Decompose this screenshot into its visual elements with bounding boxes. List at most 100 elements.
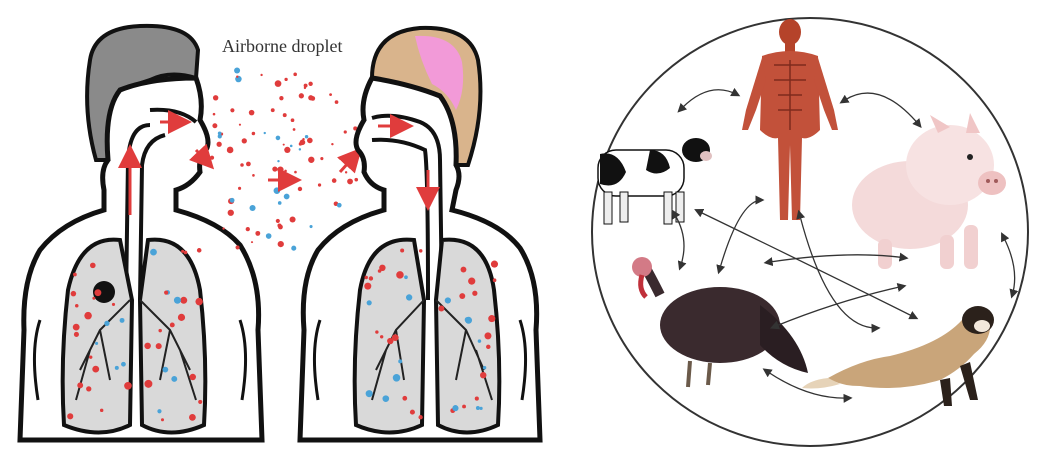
lung-droplet xyxy=(174,297,181,304)
lung-droplet xyxy=(180,297,187,304)
droplet xyxy=(294,171,297,174)
droplet xyxy=(260,74,262,76)
turkey-icon xyxy=(632,257,808,387)
droplet xyxy=(347,179,353,185)
lung-droplet xyxy=(84,312,92,320)
lung-droplet xyxy=(452,405,458,411)
droplet xyxy=(300,139,306,145)
lung-droplet xyxy=(94,289,101,296)
droplet xyxy=(213,95,218,100)
droplet xyxy=(331,143,333,145)
droplet xyxy=(234,68,240,74)
droplet xyxy=(275,80,282,87)
lung-droplet xyxy=(156,343,162,349)
lung-droplet xyxy=(480,407,483,410)
lung-droplet xyxy=(472,291,477,296)
droplet xyxy=(284,147,290,153)
zoonotic-transmission-panel xyxy=(592,18,1028,446)
droplet xyxy=(337,203,342,208)
droplet xyxy=(239,124,241,126)
lung-droplet xyxy=(161,418,164,421)
lung-droplet xyxy=(184,251,188,255)
lung-droplet xyxy=(157,409,161,413)
droplet xyxy=(218,131,222,135)
droplet xyxy=(293,73,297,77)
droplet xyxy=(345,171,347,173)
droplet xyxy=(246,227,250,231)
airborne-transmission-panel: Airborne droplet xyxy=(20,26,540,440)
lung-droplet xyxy=(461,267,467,273)
lung-droplet xyxy=(124,382,132,390)
lung-droplet xyxy=(406,294,412,300)
lung-droplet xyxy=(158,329,161,332)
droplet xyxy=(304,87,306,89)
lung-droplet xyxy=(382,395,389,402)
lung-droplet xyxy=(92,366,99,373)
droplet xyxy=(344,130,347,133)
lung-droplet xyxy=(115,366,119,370)
lung-droplet xyxy=(398,359,402,363)
lung-droplet xyxy=(438,306,444,312)
lung-droplet xyxy=(367,300,372,305)
lung-droplet xyxy=(483,366,486,369)
lung-droplet xyxy=(410,410,415,415)
lung-droplet xyxy=(120,318,125,323)
lung-droplet xyxy=(400,248,404,252)
lung-droplet xyxy=(197,248,202,253)
droplet xyxy=(318,183,321,186)
cow-icon xyxy=(598,138,712,224)
lung-droplet xyxy=(171,376,177,382)
lung-droplet xyxy=(190,374,196,380)
exposed-person-left-lung xyxy=(355,240,424,433)
lung-droplet xyxy=(402,396,407,401)
droplet xyxy=(277,160,279,162)
droplet xyxy=(242,138,247,143)
lung-droplet xyxy=(95,342,98,345)
droplet xyxy=(293,128,296,131)
lung-droplet xyxy=(392,334,399,341)
pig-icon xyxy=(852,113,1006,269)
droplet xyxy=(212,123,217,128)
lung-droplet xyxy=(493,278,497,282)
lung-droplet xyxy=(364,276,367,279)
droplet xyxy=(210,156,214,160)
droplet xyxy=(305,135,308,138)
droplet xyxy=(240,163,244,167)
droplet xyxy=(284,170,287,173)
droplet xyxy=(238,187,241,190)
droplet xyxy=(279,96,283,100)
lung-droplet xyxy=(67,413,73,419)
droplet xyxy=(251,241,253,243)
droplet xyxy=(299,148,301,150)
lung-droplet xyxy=(380,335,383,338)
lung-droplet xyxy=(478,339,481,342)
lung-droplet xyxy=(77,382,83,388)
droplet xyxy=(283,113,287,117)
droplet xyxy=(335,100,339,104)
droplet xyxy=(249,205,255,211)
droplet xyxy=(278,241,284,247)
droplet xyxy=(272,166,277,171)
droplet xyxy=(308,82,312,86)
droplet xyxy=(329,93,332,96)
droplet xyxy=(291,118,295,122)
droplet xyxy=(235,245,239,249)
lung-droplet xyxy=(170,322,175,327)
lung-droplet xyxy=(178,314,185,321)
droplet xyxy=(277,166,283,172)
lung-droplet xyxy=(396,271,404,279)
lung-droplet xyxy=(484,332,491,339)
ferret-icon xyxy=(802,306,994,406)
lung-droplet xyxy=(92,297,95,300)
droplet xyxy=(277,223,281,227)
droplet xyxy=(332,178,337,183)
lung-droplet xyxy=(364,283,371,290)
droplet xyxy=(276,136,281,141)
lung-droplet xyxy=(468,278,475,285)
exposed-person-figure xyxy=(300,28,540,440)
lung-droplet xyxy=(195,298,202,305)
droplet xyxy=(266,233,272,239)
droplet xyxy=(320,157,323,160)
droplet xyxy=(309,225,312,228)
droplet xyxy=(230,198,235,203)
